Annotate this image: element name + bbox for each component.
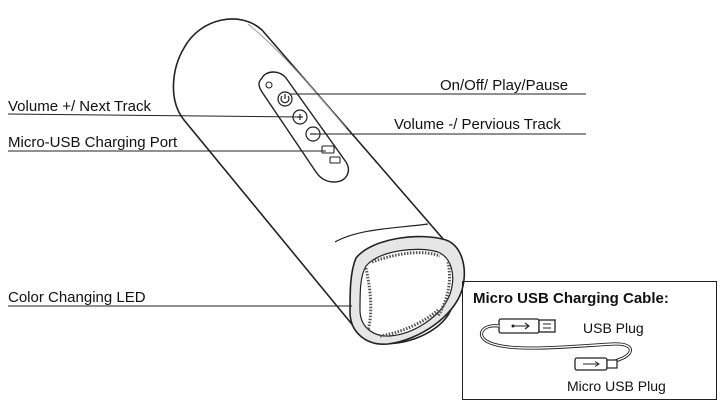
leader-volume-up [7,113,301,118]
speaker-grill-seam [334,223,429,243]
usb-plug-icon [498,318,556,334]
power-button-icon [277,91,293,107]
cable-box-title: Micro USB Charging Cable: [473,290,669,307]
label-color-led: Color Changing LED [8,289,146,306]
volume-down-button-icon [305,126,321,142]
label-micro-usb-plug: Micro USB Plug [567,378,666,394]
micro-usb-plug-icon [574,357,618,371]
control-panel [258,71,350,183]
leader-lines [7,93,586,307]
led-end-cap [349,235,466,345]
led-indicator-dot [265,81,273,89]
speaker-top-band [247,23,347,129]
cable-info-box: Micro USB Charging Cable: USB Plug Micro… [462,281,717,400]
label-power-play: On/Off/ Play/Pause [440,77,569,94]
cable-illustration [479,318,632,371]
label-usb-plug: USB Plug [583,320,644,336]
label-volume-up: Volume +/ Next Track [8,98,151,115]
label-volume-down: Volume -/ Pervious Track [394,116,561,133]
label-micro-usb-port: Micro-USB Charging Port [8,134,178,151]
